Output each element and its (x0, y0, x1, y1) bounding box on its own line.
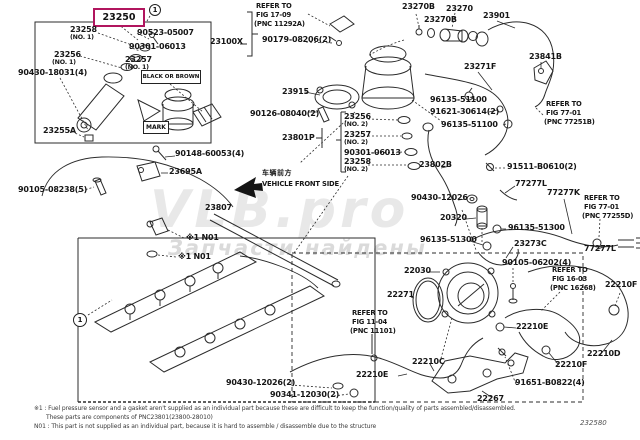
part-label-91651-B0822: 91651-B0822(4) (515, 378, 585, 387)
part-label-22210F-1: 22210F (605, 280, 638, 289)
part-label-23250-highlighted[interactable]: 23250 (93, 8, 145, 27)
part-label-23807: 23807 (205, 203, 232, 212)
part-label-23270B-1: 23270B (402, 2, 435, 11)
connector-color-tag: BLACK OR BROWN (141, 70, 201, 84)
part-label-91621-30614: 91621-30614(2) (430, 107, 500, 116)
footnote-line3: N01 : This part is not supplied as an in… (34, 423, 377, 430)
part-label-23257-note: (NO. 1) (125, 64, 149, 71)
part-label-23841B: 23841B (529, 52, 562, 61)
part-label-96135-51300-1: 96135-51300 (508, 223, 565, 232)
part-label-22210C: 22210C (412, 357, 445, 366)
vehicle-front-side-cn: 车辆前方 (262, 169, 292, 177)
solid-leader-lines (161, 20, 613, 398)
vehicle-front-side-en: VEHICLE FRONT SIDE (262, 180, 339, 188)
solid-line-art (34, 11, 640, 403)
part-label-23257-no2: 23257 (344, 130, 371, 139)
part-label-23901: 23901 (483, 11, 510, 20)
part-label-22210D: 22210D (587, 349, 621, 358)
refer-fig-77-01a-line3: (PNC 77251B) (544, 118, 595, 126)
part-label-23100X: 23100X (210, 37, 243, 46)
part-label-90341-12030: 90341-12030(2) (270, 390, 340, 399)
callout-1-rail: 1 (73, 313, 87, 327)
part-label-23255A: 23255A (43, 126, 76, 135)
refer-fig-17-09-line3: (PNC 11292A) (254, 20, 305, 28)
part-label-90179-08206: 90179-08206(2) (262, 35, 332, 44)
refer-fig-11-04-line2: FIG 11-04 (352, 318, 388, 326)
refer-fig-16-03-line2: FIG 16-03 (552, 275, 588, 283)
part-label-90301-06013-no2: 90301-06013 (344, 148, 401, 157)
part-label-90430-18031: 90430-18031(4) (18, 68, 88, 77)
part-label-23802B: 23802B (419, 160, 452, 169)
part-label-22267: 22267 (477, 394, 504, 403)
mark-tag: MARK (143, 121, 169, 134)
note-label-n01-sensor: ※1 N01 (186, 233, 219, 242)
refer-fig-17-09-line1: REFER TO (256, 2, 292, 10)
part-label-20320: 20320 (440, 213, 467, 222)
refer-fig-11-04-line1: REFER TO (352, 309, 388, 317)
part-label-23273C: 23273C (514, 239, 547, 248)
part-label-23695A: 23695A (169, 167, 202, 176)
part-label-22210F-2: 22210F (555, 360, 588, 369)
part-label-91511-B0610: 91511-B0610(2) (507, 162, 577, 171)
part-label-77277K: 77277K (547, 188, 580, 197)
part-label-90105-08238: 90105-08238(5) (18, 185, 88, 194)
part-label-77277L-2: 77277L (584, 244, 616, 253)
part-label-77277L-1: 77277L (515, 179, 547, 188)
refer-fig-17-09-line2: FIG 17-09 (256, 11, 292, 19)
callout-1-top: 1 (149, 4, 161, 16)
refer-fig-77-01a-line2: FIG 77-01 (546, 109, 582, 117)
footnote-line2: These parts are components of PNC23801(2… (46, 414, 213, 421)
part-label-23801P: 23801P (282, 133, 315, 142)
refer-fig-77-01b-line2: FIG 77-01 (584, 203, 620, 211)
part-label-22030: 22030 (404, 266, 431, 275)
part-label-23271F: 23271F (464, 62, 497, 71)
refer-fig-77-01b-line3: (PNC 77255D) (582, 212, 634, 220)
part-label-23256-no2: 23256 (344, 112, 371, 121)
refer-fig-16-03-line3: (PNC 16268) (550, 284, 596, 292)
part-label-96135-51100-2: 96135-51100 (441, 120, 498, 129)
part-label-90523-05007: 90523-05007 (137, 28, 194, 37)
part-label-23270B-2: 23270B (424, 15, 457, 24)
part-label-90105-06202: 90105-06202(4) (502, 258, 572, 267)
diagram-code: 232580 (580, 419, 607, 427)
part-label-23258: 23258 (70, 25, 97, 34)
part-label-22210E-2: 22210E (356, 370, 389, 379)
refer-fig-77-01b-line1: REFER TO (584, 194, 620, 202)
part-label-90430-12026-2: 90430-12026(2) (226, 378, 296, 387)
footnote-line1: ※1 : Fuel pressure sensor and a gasket a… (34, 405, 516, 412)
part-label-90301-06013: 90301-06013 (129, 42, 186, 51)
note-label-n01-gasket: ※1 N01 (178, 252, 211, 261)
part-label-23258-no2: 23258 (344, 157, 371, 166)
part-label-90148-60053: 90148-60053(4) (175, 149, 245, 158)
part-label-23256-no2-note: (NO. 2) (344, 121, 368, 128)
part-label-23258-note: (NO. 1) (70, 34, 94, 41)
part-label-23915: 23915 (282, 87, 309, 96)
part-label-90430-12026: 90430-12026 (411, 193, 468, 202)
part-label-96135-51300-2: 96135-51300 (420, 235, 477, 244)
part-label-22271: 22271 (387, 290, 414, 299)
refer-fig-77-01a-line1: REFER TO (546, 100, 582, 108)
part-label-23256-note: (NO. 1) (52, 59, 76, 66)
part-label-96135-51100-1: 96135-51100 (430, 95, 487, 104)
part-label-23257-no2-note: (NO. 2) (344, 139, 368, 146)
part-label-22210E-1: 22210E (516, 322, 549, 331)
part-label-90126-08040: 90126-08040(2) (250, 109, 320, 118)
part-label-23257: 23257 (125, 55, 152, 64)
refer-fig-16-03-line1: REFER TO (552, 266, 588, 274)
refer-fig-11-04-line3: (PNC 11101) (350, 327, 396, 335)
part-label-23256: 23256 (54, 50, 81, 59)
part-label-23258-no2-note: (NO. 2) (344, 166, 368, 173)
dashed-leader-lines (59, 12, 621, 403)
part-label-23270: 23270 (446, 4, 473, 13)
